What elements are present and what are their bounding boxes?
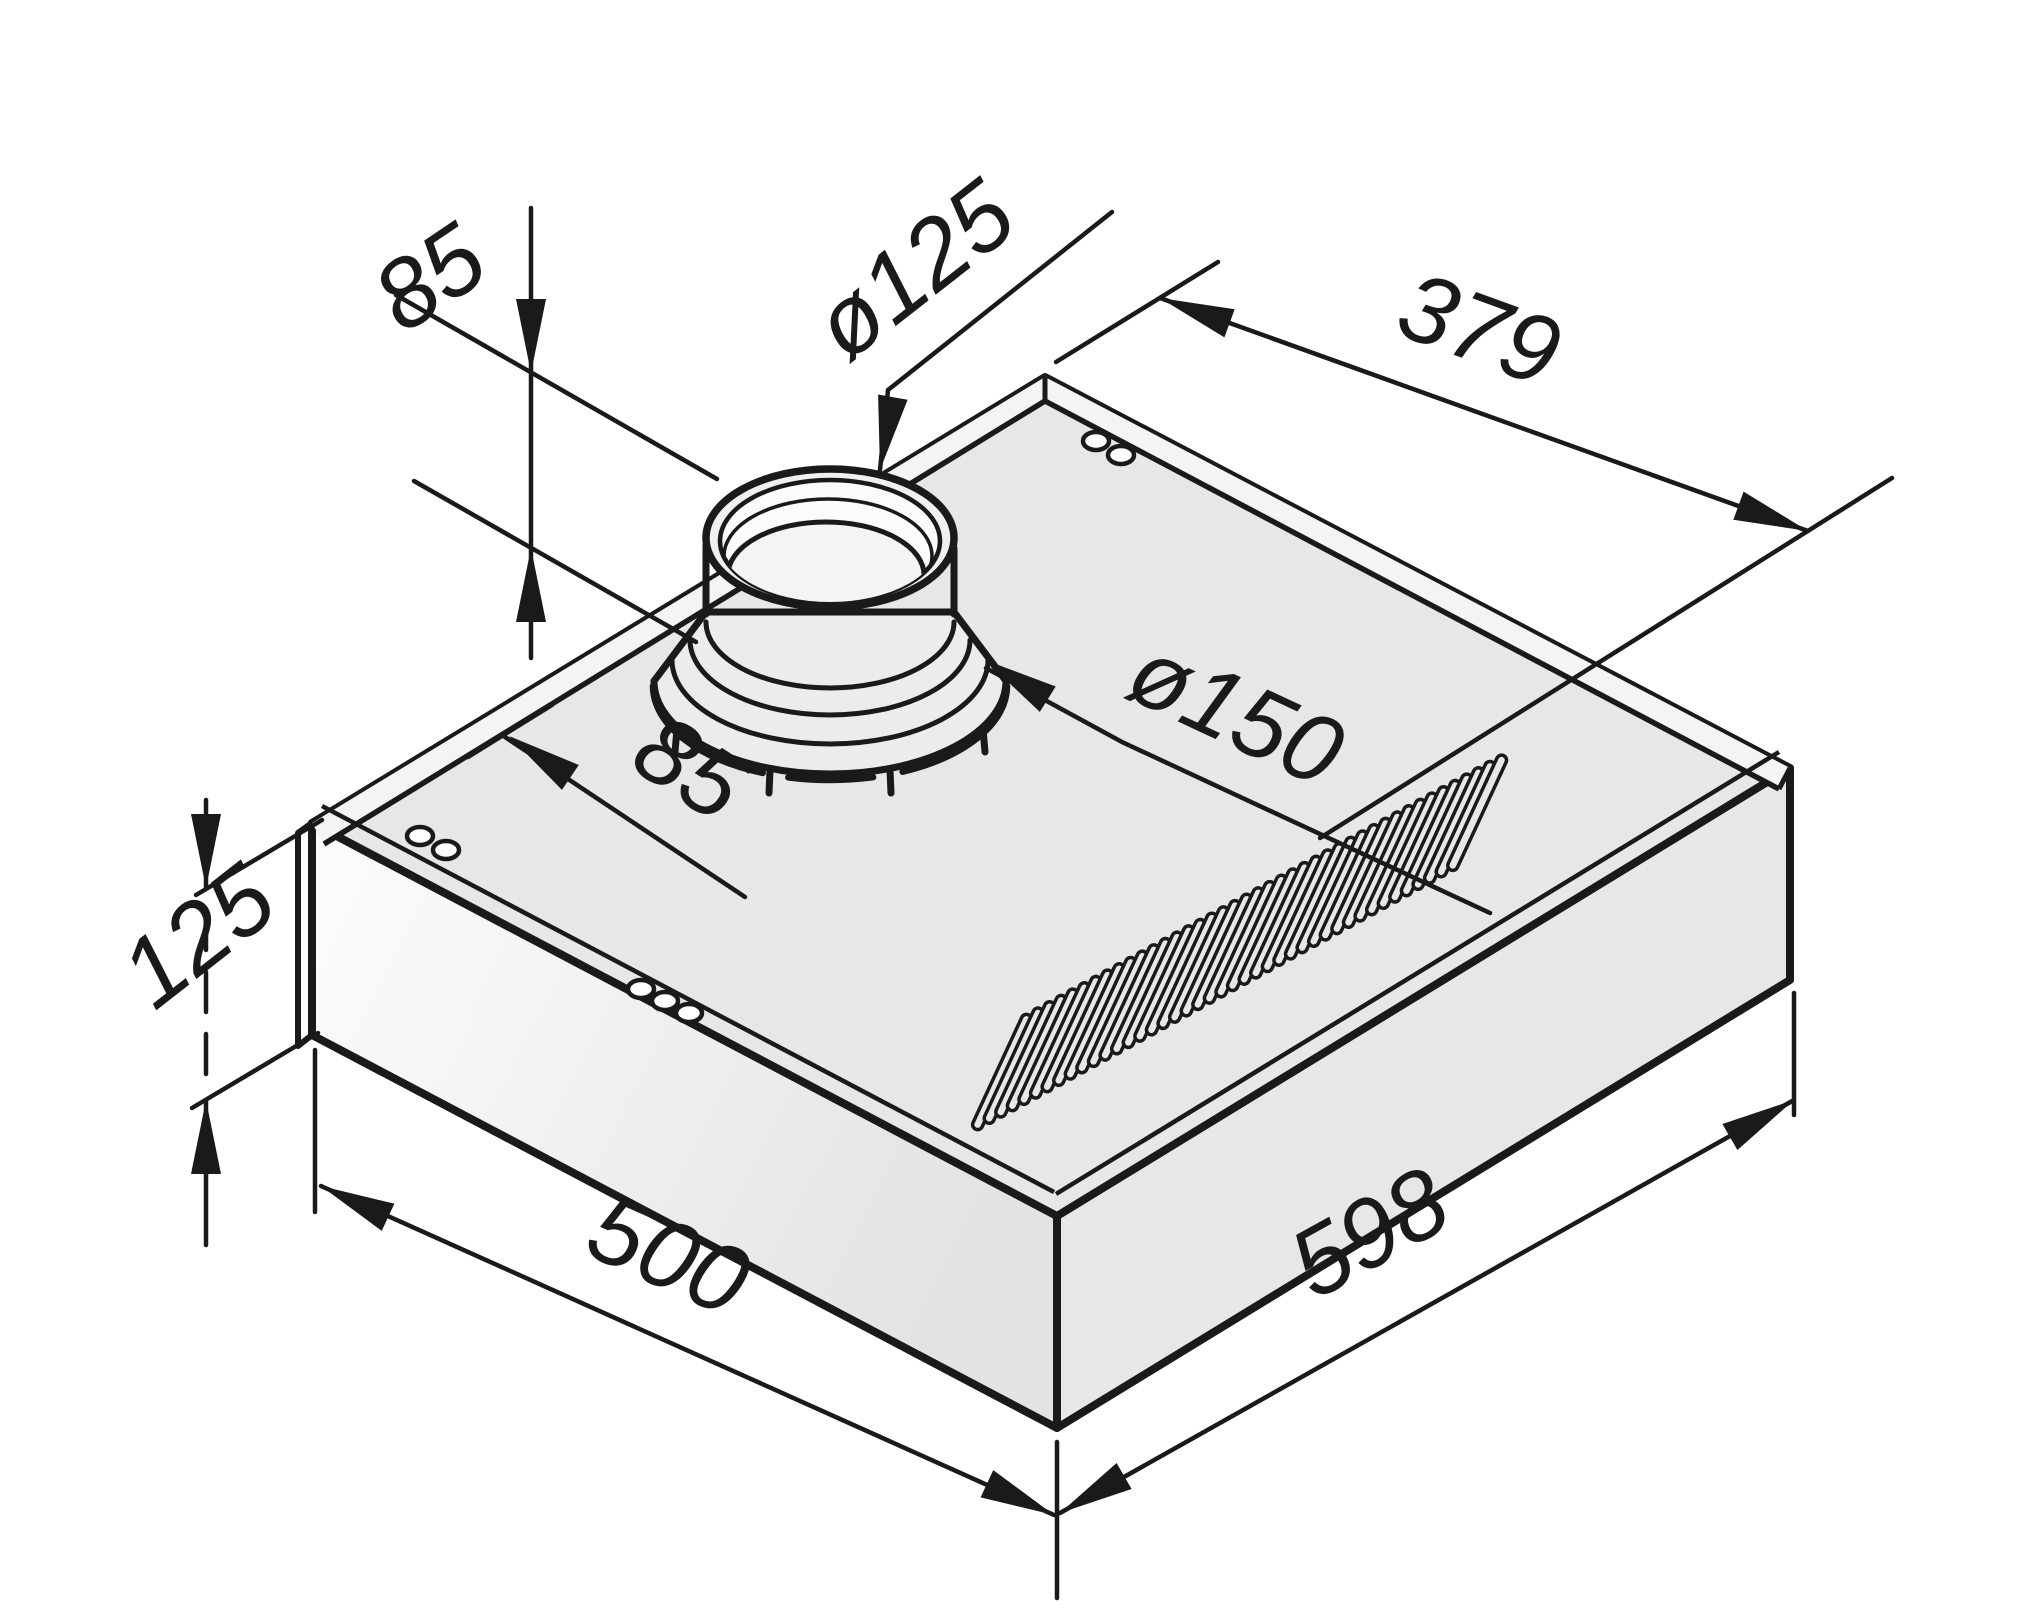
dimension-arrowhead — [985, 660, 1056, 712]
dimension-arrowhead — [1160, 298, 1235, 338]
dim-598-line — [1057, 1097, 1797, 1516]
vent-slot — [1159, 914, 1216, 1027]
dimension-arrowhead — [878, 394, 908, 470]
dimension-arrowheads — [191, 298, 1808, 1515]
dimension-arrowhead — [509, 736, 579, 790]
bayonet-tab — [979, 725, 989, 756]
vent-slot — [1229, 877, 1285, 989]
dimension-arrowhead — [1733, 491, 1808, 531]
screw-hole — [404, 824, 436, 848]
vent-slot — [1333, 820, 1389, 932]
vent-slot — [1067, 965, 1123, 1078]
dimension-arrowhead — [321, 1186, 395, 1231]
collar-cone — [650, 608, 1010, 778]
vent-slot — [1101, 946, 1158, 1059]
vent-slot — [1275, 851, 1331, 964]
screw-hole — [625, 977, 657, 1001]
vent-slot — [1287, 845, 1343, 958]
vent-slot — [1113, 940, 1169, 1052]
vent-slot — [1345, 813, 1401, 926]
screw-hole — [1080, 429, 1112, 453]
stub-inner-wall — [722, 497, 934, 602]
vent-slot — [1171, 908, 1227, 1021]
vent-slot — [1380, 794, 1436, 907]
duct-collar — [649, 465, 1011, 797]
vent-slot — [1437, 763, 1494, 875]
dimension-arrowhead — [1060, 1463, 1132, 1513]
dim-label-body-height: 125 — [100, 842, 295, 1028]
dim-379-ext1 — [1053, 259, 1221, 365]
vent-slot — [1391, 788, 1447, 901]
vent-slot — [1090, 952, 1146, 1065]
dimension-arrowhead — [191, 814, 221, 888]
dim-label-duct-height: 85 — [354, 201, 505, 352]
dim-label-offset-379: 379 — [1385, 250, 1574, 408]
vent-slot — [1426, 769, 1482, 882]
bayonet-tab — [886, 766, 895, 797]
vent-slot — [1217, 883, 1273, 996]
vent-slot — [1449, 756, 1505, 869]
vent-slot — [1032, 984, 1088, 1097]
dimension-arrowhead — [980, 1470, 1054, 1515]
dim-label-duct-diameter: ø125 — [793, 158, 1035, 381]
vent-slot — [1125, 933, 1181, 1046]
vent-slot — [1414, 775, 1471, 888]
vent-slot — [1078, 959, 1134, 1071]
vent-slot — [1148, 921, 1204, 1034]
dimension-arrowhead — [1722, 1100, 1794, 1150]
collar-ring-seam — [669, 657, 991, 747]
vent-slot — [1240, 870, 1297, 983]
dim-125-ext-upper — [193, 817, 325, 898]
vent-slot — [1009, 997, 1065, 1109]
dim-500-line — [318, 1183, 1057, 1518]
vent-slot — [1183, 902, 1239, 1015]
vent-slot — [1298, 839, 1355, 951]
dim-125-ext-lower — [189, 1030, 321, 1111]
screw-hole — [430, 838, 462, 862]
screw-holes — [404, 429, 1137, 1025]
vent-slot — [1136, 927, 1192, 1040]
screw-hole — [673, 1001, 705, 1025]
rim-corner-step-right — [1776, 766, 1793, 791]
screw-hole — [1105, 443, 1137, 467]
vent-slot — [1020, 990, 1076, 1103]
dim-379-line — [1157, 295, 1811, 534]
dim-85-surface-ext — [465, 702, 555, 760]
dimension-arrowhead — [516, 548, 546, 622]
vent-slot — [1055, 971, 1111, 1084]
vent-slot — [1310, 832, 1366, 945]
vent-slot — [1264, 858, 1320, 970]
vent-grille — [970, 753, 1509, 1132]
vent-slot — [1252, 864, 1308, 977]
bayonet-tab — [765, 766, 774, 797]
dim-85-top-ext-lower — [411, 478, 699, 645]
screw-hole — [649, 989, 681, 1013]
front-right-band-line — [1054, 750, 1781, 1196]
vent-slot — [997, 1003, 1053, 1116]
front-left-band-line — [320, 804, 1056, 1194]
vent-slot — [974, 1016, 1030, 1128]
dim-85-top-ext-upper — [393, 292, 720, 482]
vent-slot — [1194, 896, 1250, 1008]
bayonet-ring — [649, 682, 1011, 784]
collar-ring-seam — [703, 619, 957, 691]
hood-body — [295, 373, 1794, 1432]
collar-ring-seam — [687, 637, 973, 718]
dimension-lines — [189, 205, 1895, 1601]
bayonet-tab — [671, 725, 681, 756]
vent-slot — [1043, 978, 1100, 1090]
vent-slot — [1206, 889, 1262, 1002]
dimension-arrowhead — [191, 1100, 221, 1174]
vent-slot — [985, 1009, 1042, 1122]
dimension-arrowhead — [516, 299, 546, 373]
vent-slot — [1368, 801, 1424, 913]
vent-slot — [1322, 826, 1378, 939]
dim-379-ext2 — [1317, 475, 1895, 841]
vent-slot — [1403, 782, 1459, 894]
